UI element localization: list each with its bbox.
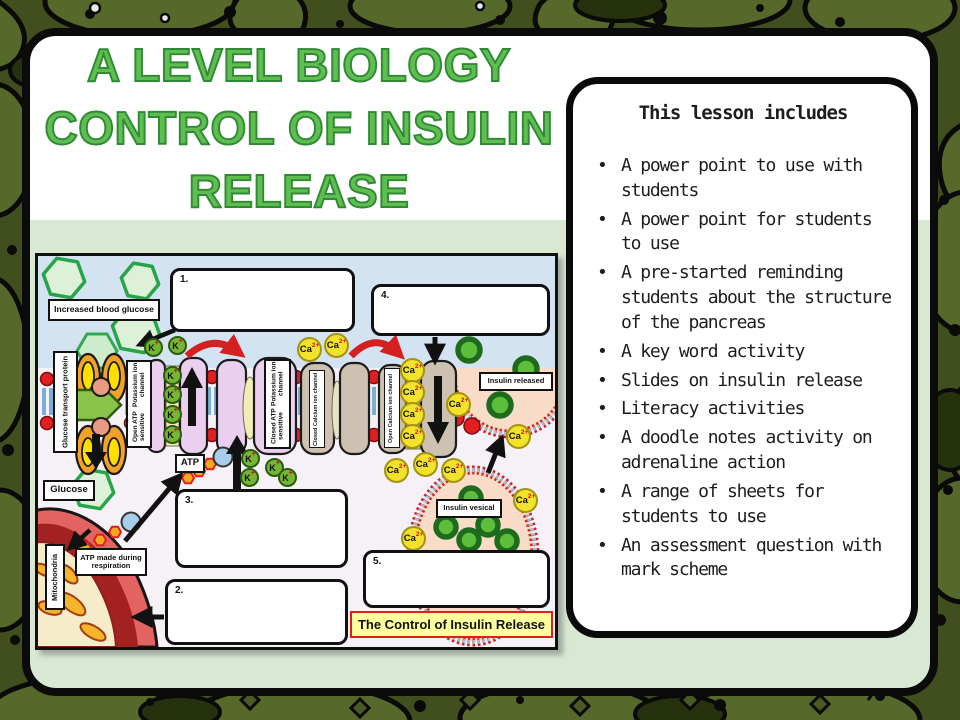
label-increased-blood-glucose: Increased blood glucose <box>48 299 160 321</box>
lesson-item: A key word activity <box>595 340 895 365</box>
panel-heading: This lesson includes <box>638 102 849 124</box>
lesson-item: A power point for students to use <box>595 208 895 258</box>
label-glucose-transport-protein: Glucose transport protein <box>53 351 78 453</box>
lesson-item: Literacy activities <box>595 397 895 422</box>
answer-box-1: 1. <box>170 268 355 332</box>
potassium-ion: K+ <box>163 385 182 404</box>
label-insulin-vesical: Insulin vesical <box>436 499 502 518</box>
lesson-item: A doodle notes activity on adrenaline ac… <box>595 426 895 476</box>
potassium-ion: K+ <box>278 468 297 487</box>
potassium-ion: K+ <box>163 366 182 385</box>
title-line-1: A LEVEL BIOLOGY <box>86 38 512 92</box>
diagram-caption: The Control of Insulin Release <box>350 611 553 638</box>
label-open-k-channel: Open ATP sensitive Potassium ion channel <box>126 360 152 448</box>
lesson-item: A pre-started reminding students about t… <box>595 261 895 335</box>
potassium-ion: K+ <box>241 449 260 468</box>
label-line: Potassium ion channel <box>270 361 285 406</box>
title-line-3: RELEASE <box>188 164 410 218</box>
answer-box-3: 3. <box>175 489 348 568</box>
lesson-items-list: A power point to use with students A pow… <box>591 154 895 583</box>
label-closed-k-channel: Closed ATP sensitive Potassium ion chann… <box>264 359 291 449</box>
potassium-ion: K+ <box>240 468 259 487</box>
title-line-2: CONTROL OF INSULIN <box>44 101 554 155</box>
label-glucose: Glucose <box>43 480 95 501</box>
label-line: Closed ATP sensitive <box>270 408 285 445</box>
answer-box-5: 5. <box>363 550 550 608</box>
flow-arrows <box>66 327 506 629</box>
label-line: Potassium ion channel <box>131 362 146 407</box>
potassium-ion: K+ <box>144 338 163 357</box>
label-mitochondria: Mitochondria <box>45 544 65 610</box>
lesson-item: An assessment question with mark scheme <box>595 534 895 584</box>
slide-title: A LEVEL BIOLOGY CONTROL OF INSULIN RELEA… <box>26 34 572 223</box>
potassium-ion: K+ <box>163 425 182 444</box>
lesson-item: A range of sheets for students to use <box>595 480 895 530</box>
label-atp-made-during-respiration: ATP made during respiration <box>75 548 147 576</box>
lesson-item: Slides on insulin release <box>595 369 895 394</box>
label-closed-ca-channel: Closed Calcium ion channel <box>309 370 325 448</box>
potassium-ion: K+ <box>163 405 182 424</box>
label-line: Open ATP sensitive <box>131 411 146 443</box>
potassium-ion: K+ <box>168 336 187 355</box>
lesson-item: A power point to use with students <box>595 154 895 204</box>
label-insulin-released: Insulin released <box>479 372 553 391</box>
label-open-ca-channel: Open Calcium ion channel <box>384 368 400 448</box>
answer-box-4: 4. <box>371 284 550 336</box>
label-atp: ATP <box>175 454 205 473</box>
lesson-includes-panel: This lesson includes A power point to us… <box>566 77 918 638</box>
answer-box-2: 2. <box>165 579 348 645</box>
